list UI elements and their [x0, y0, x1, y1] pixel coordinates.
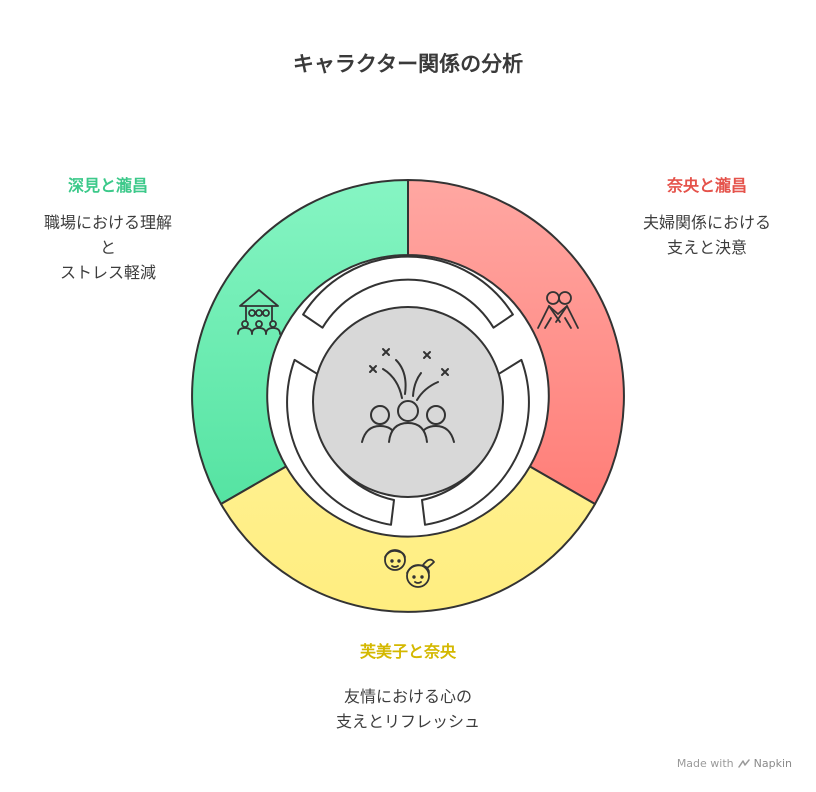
- napkin-brand: Napkin: [753, 757, 792, 770]
- segment-red: [407, 179, 625, 505]
- label-red-description: 夫婦関係における 支えと決意: [612, 210, 802, 260]
- label-yellow-description: 友情における心の 支えとリフレッシュ: [298, 684, 518, 734]
- label-green-line-3: ストレス軽減: [59, 263, 156, 282]
- label-yellow-line-2: 支えとリフレッシュ: [335, 712, 480, 731]
- page-title: キャラクター関係の分析: [292, 52, 524, 76]
- napkin-logo-icon: [737, 758, 750, 768]
- workplace-group-icon: [237, 289, 281, 335]
- label-green-description: 職場における理解 と ストレス軽減: [18, 210, 198, 285]
- label-yellow-line-1: 友情における心の: [343, 687, 472, 706]
- label-green-title: 深見と瀧昌: [67, 176, 148, 195]
- napkin-footer[interactable]: Made with Napkin: [677, 757, 792, 770]
- label-green-line-2: と: [99, 238, 116, 257]
- label-red-title: 奈央と瀧昌: [666, 176, 747, 195]
- segment-yellow: [220, 465, 596, 613]
- inner-ring-top-arc: [302, 255, 514, 329]
- label-yellow: 芙美子と奈央 友情における心の 支えとリフレッシュ: [298, 638, 518, 734]
- label-red-line-2: 支えと決意: [666, 238, 747, 257]
- label-red-line-1: 夫婦関係における: [642, 213, 771, 232]
- made-with-text: Made with: [676, 757, 734, 770]
- label-green-line-1: 職場における理解: [43, 213, 172, 232]
- two-friends-icon: [384, 549, 435, 588]
- segment-green: [191, 179, 409, 505]
- celebrating-group-icon: [361, 348, 455, 443]
- embracing-couple-icon: [537, 291, 579, 329]
- label-yellow-title: 芙美子と奈央: [359, 642, 456, 661]
- label-red: 奈央と瀧昌 夫婦関係における 支えと決意: [612, 172, 802, 260]
- label-green: 深見と瀧昌 職場における理解 と ストレス軽減: [18, 172, 198, 285]
